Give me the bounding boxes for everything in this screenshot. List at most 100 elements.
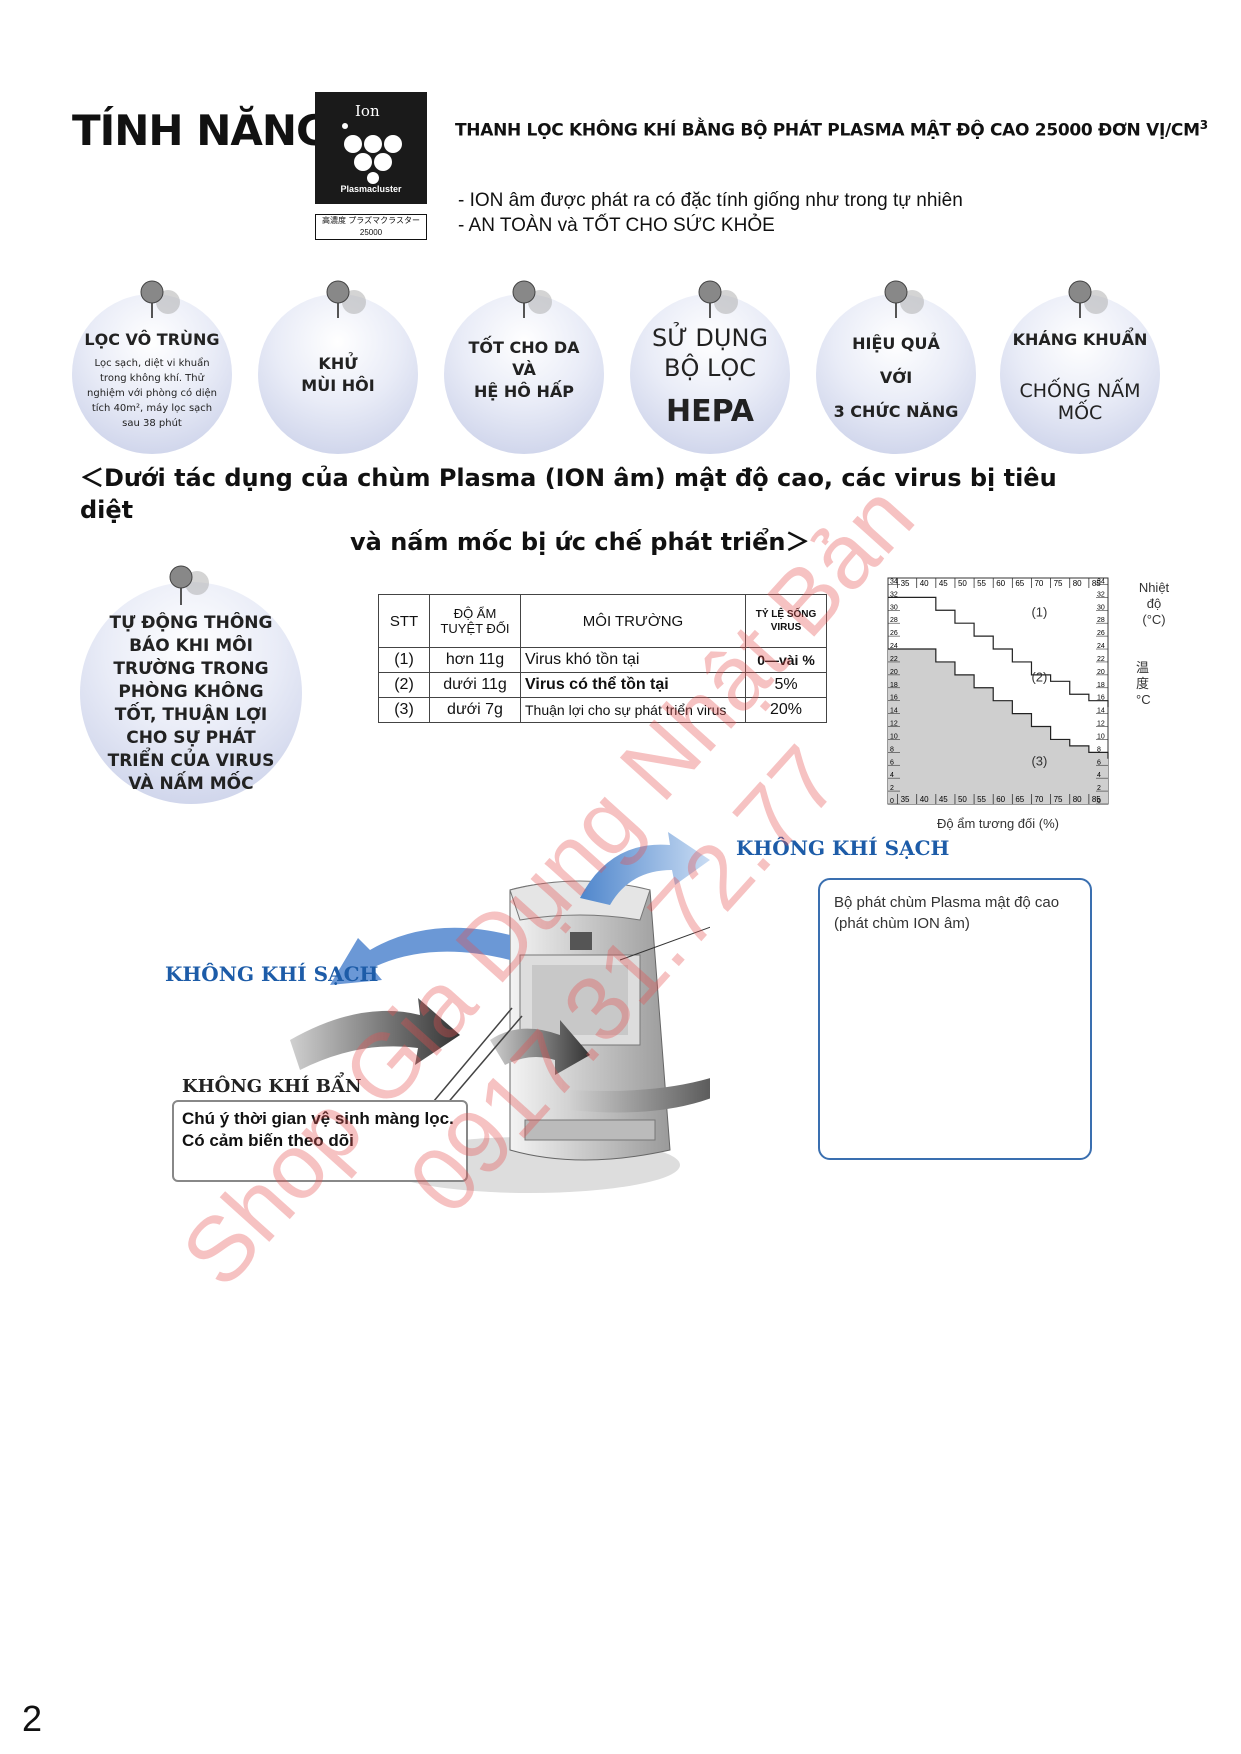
y-tick-label: 2 [890, 785, 894, 792]
y-tick-label: 14 [890, 708, 898, 715]
y-tick-label: 34 [1097, 578, 1105, 585]
y-tick-label: 10 [1097, 733, 1105, 740]
feature-bubble-skin: TỐT CHO DA VÀ HỆ HÔ HẤP [444, 294, 604, 454]
y-tick-label: 4 [1097, 772, 1101, 779]
x-tick-label: 60 [996, 579, 1005, 588]
chart-ylabel-right: 温度 °C [1136, 660, 1151, 707]
table-cell: dưới 11g [429, 672, 521, 698]
clean-air-arrow-left [330, 927, 510, 985]
boundary-upper-line [888, 596, 1109, 708]
y-tick-label: 14 [1097, 708, 1105, 715]
feature-line: 3 CHỨC NĂNG [833, 402, 959, 421]
purifier-airflow-diagram [290, 832, 710, 1193]
y-tick-label: 28 [890, 617, 898, 624]
subheading-line: ＜Dưới tác dụng của chùm Plasma (ION âm) … [80, 464, 1057, 524]
logo-ion-text: Ion [355, 102, 380, 120]
feature-bullets: - ION âm được phát ra có đặc tính giống … [458, 188, 963, 238]
y-tick-label: 30 [890, 604, 898, 611]
y-tick-label: 12 [890, 721, 898, 728]
feature-line: KHÁNG KHUẨN [1012, 330, 1148, 349]
virus-survival-table: STT ĐỘ ẨM TUYỆT ĐỐI MÔI TRƯỜNG TỶ LỆ SỐN… [378, 594, 827, 723]
y-tick-label: 22 [1097, 656, 1105, 663]
y-tick-label: 32 [1097, 591, 1105, 598]
x-tick-label: 40 [920, 795, 929, 804]
x-tick-label: 40 [920, 579, 929, 588]
dirty-air-arrow-left [290, 998, 460, 1070]
x-tick-label: 75 [1054, 795, 1063, 804]
boundary-lower-line [888, 648, 1109, 759]
feature-line: HỆ HÔ HẤP [474, 382, 574, 401]
x-tick-label: 55 [977, 579, 986, 588]
feature-line: CHỐNG NẤM [1019, 380, 1141, 402]
note-line: Chú ý thời gian vệ sinh màng lọc. [182, 1109, 454, 1128]
headline-text: THANH LỌC KHÔNG KHÍ BẰNG BỘ PHÁT PLASMA … [455, 120, 1200, 141]
plasma-generator-callout: Bộ phát chùm Plasma mật độ cao (phát chù… [818, 878, 1092, 1160]
y-tick-label: 28 [1097, 617, 1105, 624]
section-subheading: ＜Dưới tác dụng của chùm Plasma (ION âm) … [80, 462, 1080, 558]
feature-line: SỬ DỤNG [651, 324, 769, 352]
subheading-line: và nấm mốc bị ức chế phát triển＞ [350, 528, 810, 556]
y-tick-label: 6 [1097, 759, 1101, 766]
feature-line: KHỬ [318, 354, 358, 373]
page-title: TÍNH NĂNG [72, 106, 330, 155]
bullet-item: - AN TOÀN và TỐT CHO SỨC KHỎE [458, 215, 775, 236]
y-tick-label: 22 [890, 656, 898, 663]
feature-bubble-deodorize: KHỬ MÙI HÔI [258, 294, 418, 454]
table-cell: (3) [378, 697, 430, 723]
y-tick-label: 34 [890, 578, 898, 585]
chart-xlabel: Độ ẩm tương đối (%) [937, 816, 1059, 831]
x-tick-label: 75 [1054, 579, 1063, 588]
table-header: STT [378, 594, 430, 648]
y-tick-label: 20 [1097, 669, 1105, 676]
y-tick-label: 24 [1097, 643, 1105, 650]
table-cell: (1) [378, 647, 430, 673]
y-tick-label: 8 [890, 746, 894, 753]
y-tick-label: 2 [1097, 785, 1101, 792]
callout-pointer [619, 926, 710, 961]
y-tick-label: 32 [890, 591, 898, 598]
table-cell: 5% [745, 672, 827, 698]
clean-air-label-top: KHÔNG KHÍ SẠCH [736, 836, 950, 860]
dirty-air-label: KHÔNG KHÍ BẨN [182, 1076, 362, 1097]
table-cell: Virus khó tồn tại [520, 647, 746, 673]
pin-icon [169, 565, 209, 605]
feature-bubble-hepa: SỬ DỤNG BỘ LỌC HEPA [630, 294, 790, 454]
x-tick-label: 70 [1034, 579, 1043, 588]
feature-title: LỌC VÔ TRÙNG [84, 330, 220, 349]
feature-line: MÙI HÔI [301, 376, 375, 395]
feature-line: MỐC [1057, 402, 1103, 424]
clean-air-arrow-top [580, 832, 710, 905]
y-tick-label: 4 [890, 772, 894, 779]
y-tick-label: 18 [890, 682, 898, 689]
logo-sub-label: 高濃度 プラズマクラスター 25000 [315, 214, 427, 240]
feature-line: HEPA [665, 394, 755, 429]
region-3-fill [888, 649, 1108, 804]
headline: THANH LỌC KHÔNG KHÍ BẰNG BỘ PHÁT PLASMA … [455, 118, 1208, 141]
y-tick-label: 26 [1097, 630, 1105, 637]
x-tick-label: 45 [939, 795, 948, 804]
x-tick-label: 35 [901, 795, 910, 804]
y-tick-label: 8 [1097, 746, 1101, 753]
region-label: (3) [1031, 753, 1047, 768]
table-header-row: STT ĐỘ ẨM TUYỆT ĐỐI MÔI TRƯỜNG TỶ LỆ SỐN… [378, 594, 827, 648]
feature-line: BỘ LỌC [663, 354, 756, 382]
y-tick-label: 12 [1097, 721, 1105, 728]
logo-brand-text: Plasmacluster [340, 184, 402, 194]
y-tick-label: 6 [890, 759, 894, 766]
table-cell: dưới 7g [429, 697, 521, 723]
headline-sup: 3 [1199, 118, 1208, 132]
grape-cluster-icon [342, 123, 402, 184]
table-cell: 20% [745, 697, 827, 723]
feature-bubble-sterile: LỌC VÔ TRÙNG Lọc sạch, diệt vi khuẩn tro… [72, 294, 232, 454]
table-header: TỶ LỆ SỐNG VIRUS [745, 594, 827, 648]
chart-ylabel: Nhiệt độ (°C) [1138, 580, 1170, 627]
x-tick-label: 55 [977, 795, 986, 804]
x-tick-label: 50 [958, 795, 967, 804]
auto-notify-bubble: TỰ ĐỘNG THÔNG BÁO KHI MÔI TRƯỜNG TRONG P… [80, 582, 302, 804]
x-tick-label: 65 [1015, 795, 1024, 804]
feature-line: TỐT CHO DA [468, 338, 580, 357]
humidity-temperature-chart: 3535404045455050555560606565707075758080… [887, 577, 1109, 831]
feature-line: VÀ [512, 360, 536, 379]
table-row: (3) dưới 7g Thuận lợi cho sự phát triển … [378, 697, 827, 723]
dirty-air-arrow-right [570, 1060, 710, 1113]
